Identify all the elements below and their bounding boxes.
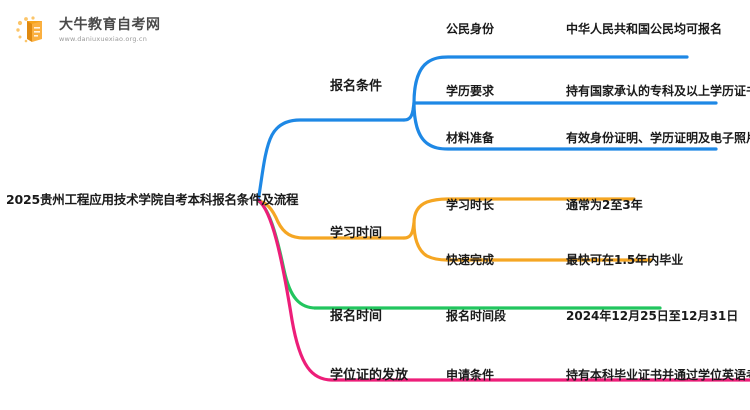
wire-branch-2-stem xyxy=(402,221,416,240)
branch-label-1[interactable]: 报名条件 xyxy=(330,79,383,94)
wire-branch-1-stem xyxy=(402,101,416,122)
logo-title: 大牛教育自考网 xyxy=(59,16,161,33)
branch-3-child-1-key[interactable]: 报名时间段 xyxy=(446,309,507,323)
branch-label-3[interactable]: 报名时间 xyxy=(330,309,383,324)
wire-root-to-branch-1 xyxy=(256,118,406,203)
branch-2-child-2-key[interactable]: 快速完成 xyxy=(446,253,495,267)
branch-1-child-2-value: 持有国家承认的专科及以上学历证书 xyxy=(566,84,750,98)
branch-4-child-1-value: 持有本科毕业证书并通过学位英语考试 xyxy=(566,368,750,382)
branch-1-child-3-value: 有效身份证明、学历证明及电子照片 xyxy=(566,131,750,145)
branch-label-2[interactable]: 学习时间 xyxy=(330,226,383,241)
branch-2-child-1-value: 通常为2至3年 xyxy=(566,198,643,212)
branch-1-child-1-key[interactable]: 公民身份 xyxy=(446,22,495,36)
branch-2-child-1-key[interactable]: 学习时长 xyxy=(446,198,495,212)
logo-url: www.daniuxuexiao.org.cn xyxy=(59,35,148,44)
site-logo: 大牛教育自考网 www.daniuxuexiao.org.cn xyxy=(14,14,161,46)
branch-1-child-1-value: 中华人民共和国公民均可报名 xyxy=(566,22,723,36)
branch-4-child-1-key[interactable]: 申请条件 xyxy=(446,368,495,382)
branch-1-child-2-key[interactable]: 学历要求 xyxy=(446,84,495,98)
branch-1-child-3-key[interactable]: 材料准备 xyxy=(446,131,495,145)
branch-3-child-1-value: 2024年12月25日至12月31日 xyxy=(566,309,739,323)
root-title: 2025贵州工程应用技术学院自考本科报名条件及流程 xyxy=(6,192,299,207)
branch-label-4[interactable]: 学位证的发放 xyxy=(330,368,409,383)
book-icon xyxy=(14,14,52,46)
branch-2-child-2-value: 最快可在1.5年内毕业 xyxy=(566,253,684,267)
